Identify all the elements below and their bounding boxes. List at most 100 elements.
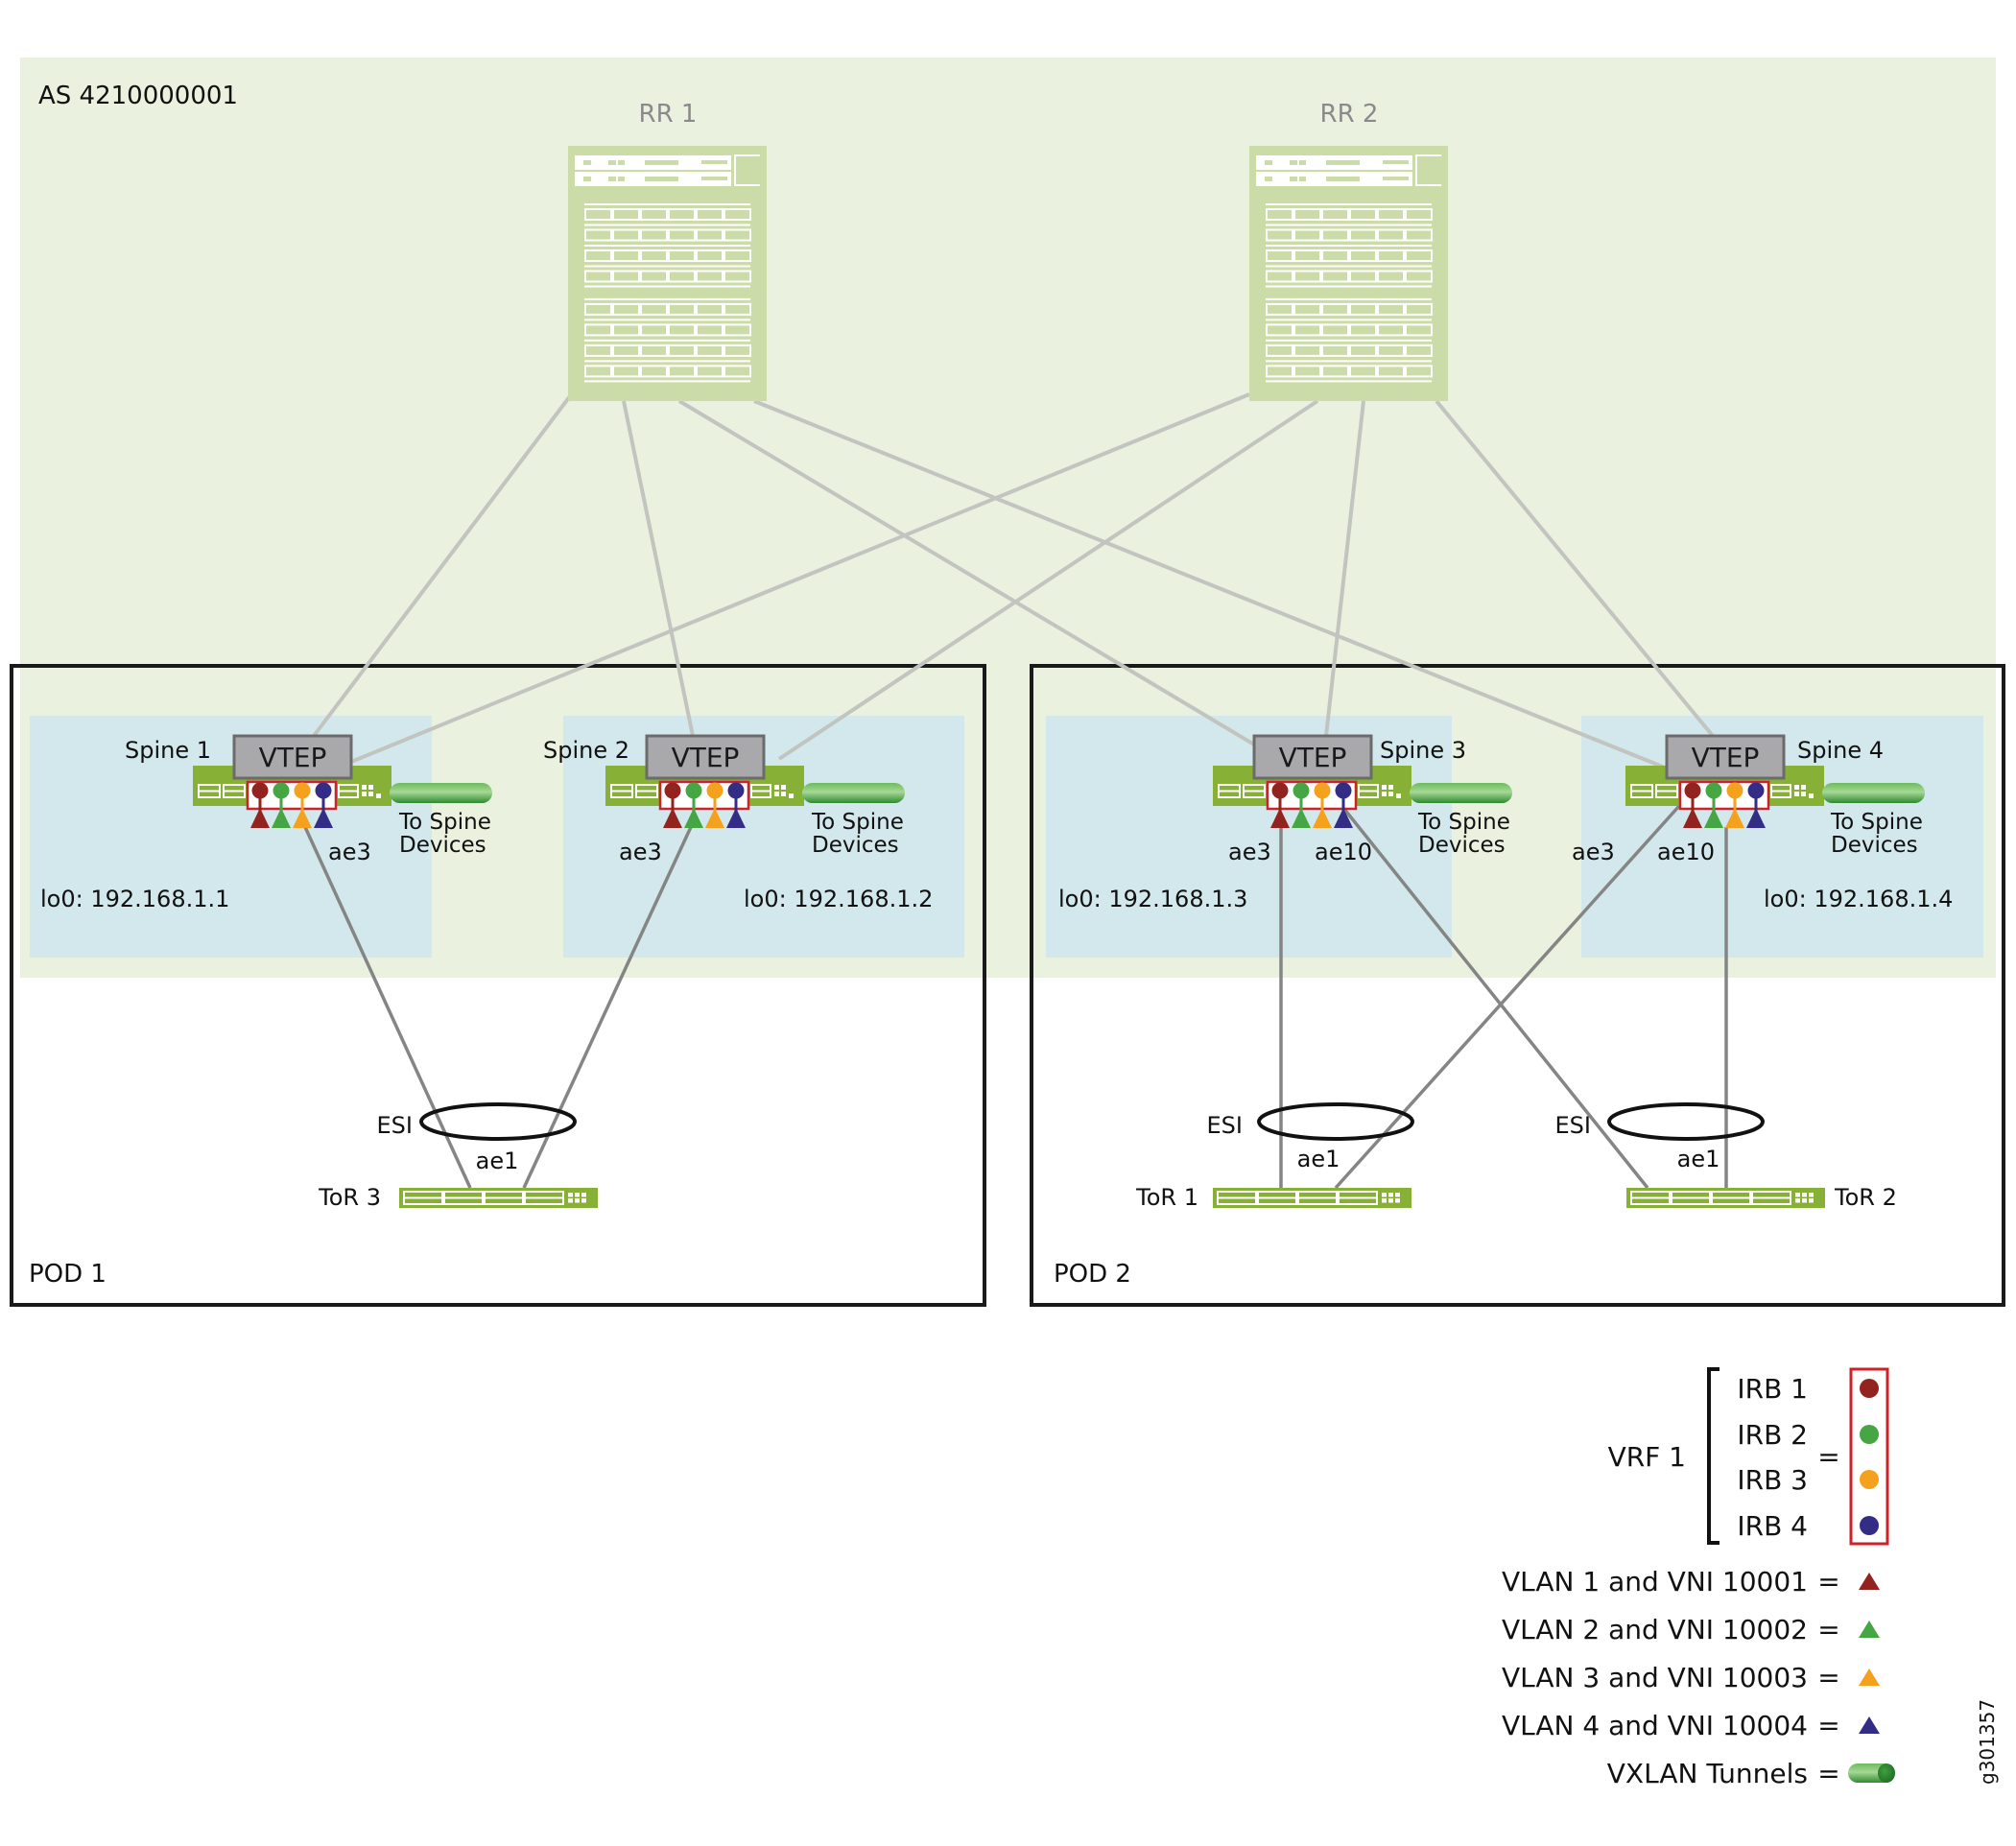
legend-vlan-1-label: VLAN 1 and VNI 10001: [1502, 1566, 1808, 1598]
rr-port: [1293, 208, 1321, 221]
legend-vrf-label: VRF 1: [1608, 1441, 1686, 1473]
link-spine2-tor3: [522, 826, 693, 1189]
rr-port: [1405, 365, 1433, 378]
rr-led: [645, 177, 678, 181]
rr-led: [1290, 160, 1297, 165]
rr-port: [1266, 270, 1293, 283]
rr-2-device[interactable]: [1249, 146, 1448, 401]
switch-led: [1794, 785, 1799, 790]
pod-1-label: POD 1: [29, 1260, 107, 1289]
as-label: AS 4210000001: [38, 82, 238, 110]
tor-1-device[interactable]: [1213, 1188, 1411, 1208]
legend-vrf-equals: =: [1817, 1441, 1839, 1473]
vlan-1-triangle: [250, 808, 270, 828]
rr-led: [1299, 160, 1306, 165]
rr-port: [1377, 343, 1405, 357]
switch-led: [781, 792, 786, 796]
rr-port: [1405, 228, 1433, 242]
rr-port: [584, 270, 612, 283]
spine-3-ae3-label: ae3: [1228, 839, 1271, 865]
rr-port: [696, 208, 723, 221]
rr-port: [696, 270, 723, 283]
rr-port: [1321, 343, 1349, 357]
irb-1-dot: [1684, 782, 1701, 799]
switch-led: [1382, 792, 1387, 796]
vxlan-tunnel-icon: [1410, 783, 1512, 803]
rr-port: [612, 302, 640, 316]
rr-port: [612, 208, 640, 221]
rr-port: [723, 270, 751, 283]
tor1-interface-label: ae1: [1297, 1146, 1340, 1172]
rr-port: [584, 343, 612, 357]
switch-led: [376, 793, 381, 798]
switch-led: [575, 1198, 580, 1203]
legend-vlan-3-triangle: [1859, 1668, 1880, 1686]
spine-4-device[interactable]: VTEP: [1625, 734, 1925, 828]
irb-2-dot: [1293, 782, 1310, 799]
rr-1-device[interactable]: [568, 146, 767, 401]
rr-side-panel: [734, 154, 760, 186]
rr-port: [668, 343, 696, 357]
rr-led: [583, 160, 591, 165]
irb-3-dot: [706, 782, 723, 799]
rr-port: [696, 323, 723, 337]
switch-led: [1809, 1193, 1814, 1197]
rr-port: [1405, 323, 1433, 337]
spine-devices: VTEP VTEP VTEP VTEP: [193, 734, 1925, 828]
link-rr1-spine3: [677, 399, 1256, 746]
esi-label-tor3: ESI: [377, 1112, 413, 1139]
link-rr2-spine1: [350, 392, 1250, 764]
pod-2-label: POD 2: [1054, 1260, 1131, 1289]
vlan-3-triangle: [1725, 808, 1744, 828]
rr-led: [618, 160, 625, 165]
rr-port: [1321, 249, 1349, 262]
esi-label-tor1: ESI: [1207, 1112, 1243, 1139]
rr-port: [1349, 208, 1377, 221]
tor-3-device[interactable]: [399, 1188, 598, 1208]
irb-2-dot: [273, 782, 290, 799]
switch-led: [1395, 1198, 1400, 1203]
switch-led: [362, 785, 367, 790]
switch-led: [789, 793, 794, 798]
tor-2-device[interactable]: [1626, 1188, 1825, 1208]
legend-vlan-4-label: VLAN 4 and VNI 10004: [1502, 1710, 1808, 1741]
link-spine4-tor1: [1334, 804, 1681, 1190]
legend-vlan-2-label: VLAN 2 and VNI 10002: [1502, 1614, 1808, 1645]
rr-port: [696, 365, 723, 378]
switch-led: [1388, 1198, 1393, 1203]
switch-led: [581, 1193, 586, 1197]
spine-1-device[interactable]: VTEP: [193, 734, 492, 828]
rr-port: [1293, 228, 1321, 242]
rr-port: [1321, 323, 1349, 337]
esi-ring-tor1: [1257, 1102, 1414, 1141]
legend-tunnel-equals: =: [1817, 1758, 1839, 1789]
switch-led: [1801, 792, 1806, 796]
spine-3-area: [1046, 716, 1452, 958]
rr-port: [612, 228, 640, 242]
rr-port: [1293, 343, 1321, 357]
spine-2-device[interactable]: VTEP: [605, 734, 905, 828]
spine-3-label: Spine 3: [1380, 737, 1466, 764]
vtep-box: [645, 734, 766, 780]
rr-port: [584, 323, 612, 337]
link-spine3-tor2: [1341, 806, 1649, 1190]
esi-ring-tor3: [419, 1102, 577, 1141]
legend-irb-1-dot: [1860, 1379, 1879, 1398]
rr-port: [1293, 323, 1321, 337]
vtep-box: [1252, 734, 1373, 780]
spine-3-loopback: lo0: 192.168.1.3: [1058, 886, 1247, 912]
rr-port: [1266, 323, 1293, 337]
spine-3-device[interactable]: VTEP: [1213, 734, 1512, 828]
vlan-2-triangle: [1292, 808, 1311, 828]
link-rr1-spine4: [753, 399, 1666, 769]
rr-port: [1321, 365, 1349, 378]
spine-1-loopback: lo0: 192.168.1.1: [40, 886, 229, 912]
switch-led: [1388, 785, 1393, 790]
rr-port: [723, 323, 751, 337]
switch-led: [1382, 1198, 1387, 1203]
vlan-1-triangle: [1683, 808, 1702, 828]
rr-port: [668, 302, 696, 316]
vlan-4-triangle: [726, 808, 746, 828]
vlan-3-triangle: [293, 808, 312, 828]
